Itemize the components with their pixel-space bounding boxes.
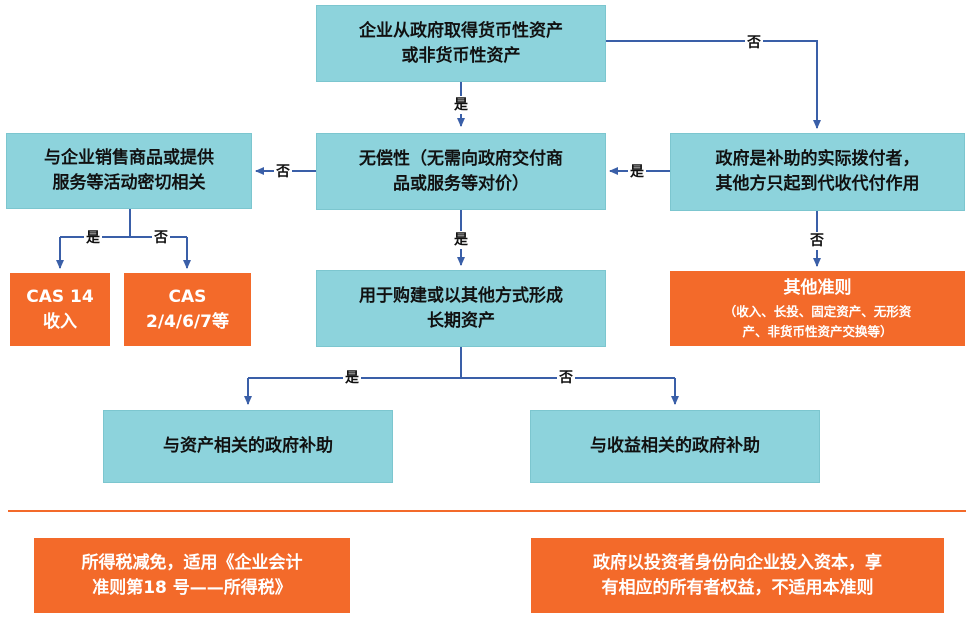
- node-start-line1: 企业从政府取得货币性资产: [359, 20, 563, 41]
- separator-line: [8, 510, 966, 512]
- label-longterm-asset-yes: 是: [343, 369, 361, 387]
- label-start-payer-no: 否: [745, 34, 763, 52]
- node-start-line2: 或非货币性资产: [401, 45, 521, 66]
- node-other-std-sub: （收入、长投、固定资产、无形资 产、非货币性资产交换等）: [724, 302, 912, 341]
- arrow-longterm-split: [248, 347, 675, 379]
- note-investor-line1: 政府以投资者身份向企业投入资本，享: [593, 552, 882, 573]
- label-sales-cas14-yes: 是: [84, 229, 102, 247]
- label-payer-free-yes: 是: [628, 163, 646, 181]
- node-longterm-line1: 用于购建或以其他方式形成: [359, 285, 563, 306]
- label-longterm-income-no: 否: [557, 369, 575, 387]
- arrow-sales-to-cas: [59, 209, 188, 268]
- node-payer-line1: 政府是补助的实际拨付者，: [715, 149, 920, 170]
- node-income-grant: 与收益相关的政府补助: [530, 410, 820, 483]
- node-other-std-sub1: （收入、长投、固定资产、无形资: [723, 304, 912, 320]
- node-free: 无偿性（无需向政府交付商 品或服务等对价）: [316, 133, 606, 210]
- node-cas14-line1: CAS 14: [26, 286, 94, 307]
- label-free-longterm-yes: 是: [452, 231, 470, 249]
- node-other-std-title: 其他准则: [783, 277, 852, 298]
- node-payer: 政府是补助的实际拨付者， 其他方只起到代收代付作用: [670, 133, 965, 211]
- node-longterm-line2: 长期资产: [427, 310, 495, 331]
- node-asset-grant-text: 与资产相关的政府补助: [163, 436, 333, 457]
- label-payer-other-no: 否: [808, 232, 826, 250]
- node-cas14: CAS 14 收入: [10, 273, 110, 346]
- note-tax-line2: 准则第18 号——所得税》: [92, 577, 292, 598]
- node-cas-other-line2: 2/4/6/7等: [146, 311, 229, 332]
- label-free-sales-no: 否: [274, 163, 292, 181]
- note-investor: 政府以投资者身份向企业投入资本，享 有相应的所有者权益，不适用本准则: [531, 538, 944, 613]
- note-tax-line1: 所得税减免，适用《企业会计: [81, 552, 303, 573]
- node-sales: 与企业销售商品或提供 服务等活动密切相关: [6, 133, 252, 209]
- node-cas-other-line1: CAS: [168, 286, 207, 307]
- arrow-start-to-payer: [606, 40, 821, 129]
- node-payer-line2: 其他方只起到代收代付作用: [715, 174, 920, 194]
- label-start-free-yes: 是: [452, 96, 470, 114]
- node-income-grant-text: 与收益相关的政府补助: [590, 436, 760, 457]
- node-cas-other: CAS 2/4/6/7等: [124, 273, 251, 346]
- node-cas14-line2: 收入: [43, 311, 77, 332]
- note-tax: 所得税减免，适用《企业会计 准则第18 号——所得税》: [34, 538, 350, 613]
- note-investor-line2: 有相应的所有者权益，不适用本准则: [601, 577, 874, 598]
- node-other-std-sub2: 产、非货币性资产交换等）: [742, 323, 893, 339]
- node-other-std: 其他准则 （收入、长投、固定资产、无形资 产、非货币性资产交换等）: [670, 271, 965, 346]
- node-sales-line1: 与企业销售商品或提供: [44, 148, 214, 169]
- node-asset-grant: 与资产相关的政府补助: [103, 410, 393, 483]
- node-start: 企业从政府取得货币性资产 或非货币性资产: [316, 5, 606, 82]
- label-sales-casother-no: 否: [152, 229, 170, 247]
- node-longterm: 用于购建或以其他方式形成 长期资产: [316, 270, 606, 347]
- node-sales-line2: 服务等活动密切相关: [52, 173, 206, 193]
- node-free-line2: 品或服务等对价）: [393, 173, 529, 194]
- node-free-line1: 无偿性（无需向政府交付商: [359, 148, 563, 169]
